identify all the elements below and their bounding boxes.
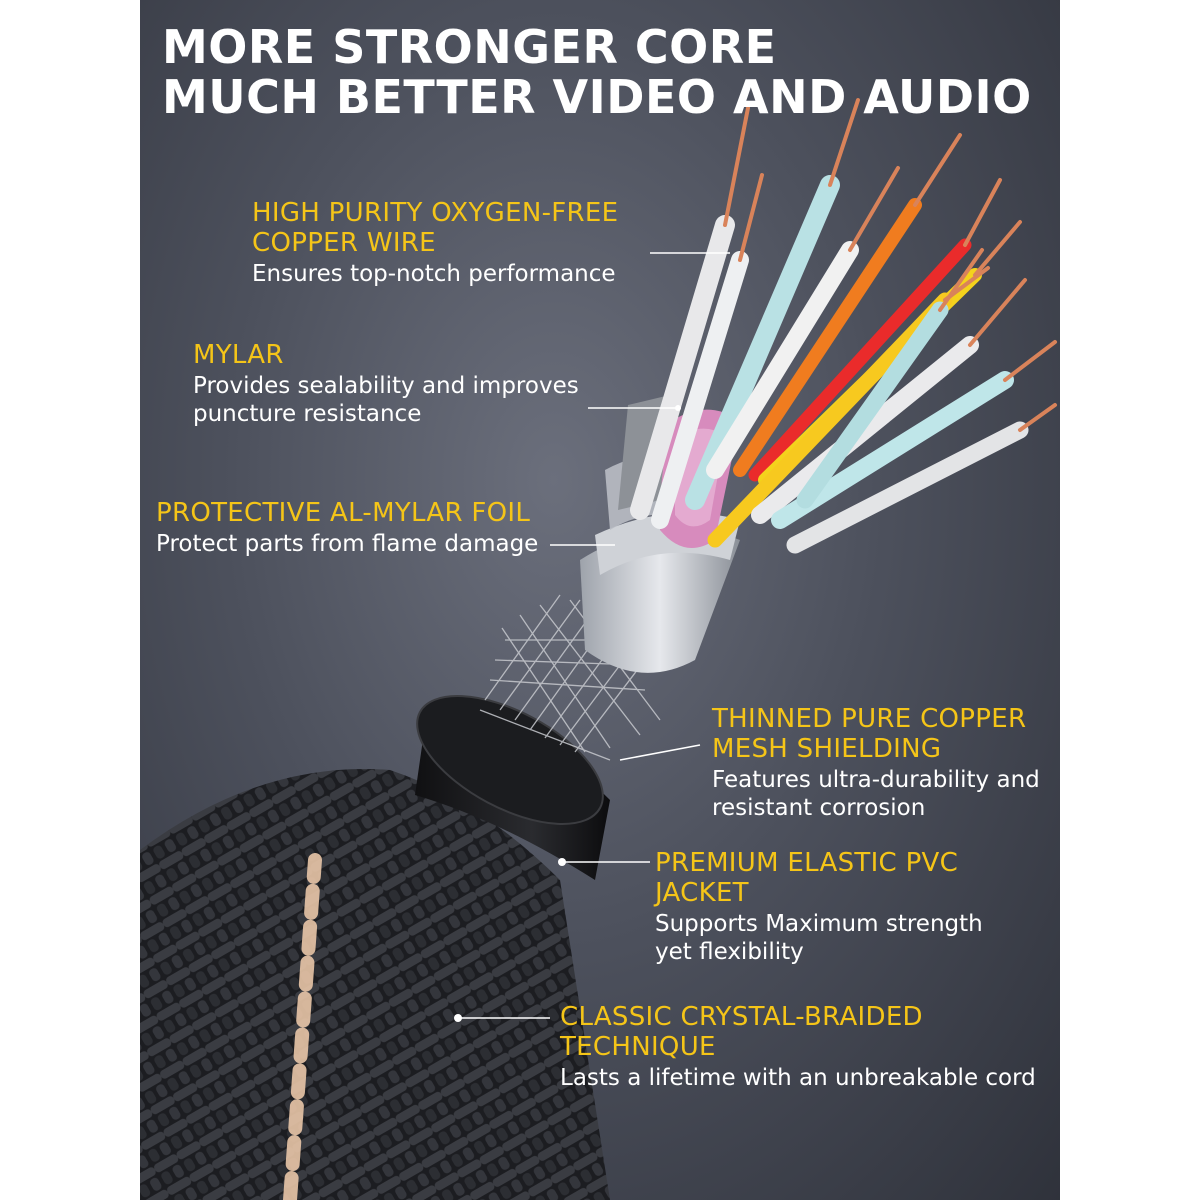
callout-title-line: TECHNIQUE xyxy=(560,1032,716,1062)
braided-cord xyxy=(140,769,610,1200)
callout-description: Provides sealability and improves punctu… xyxy=(193,372,579,428)
callout-description: Features ultra-durability and resistant … xyxy=(712,766,1040,822)
callout-title-line: CLASSIC CRYSTAL-BRAIDED xyxy=(560,1002,923,1032)
callout-description: Protect parts from flame damage xyxy=(156,530,538,558)
callout-description-line: puncture resistance xyxy=(193,401,422,427)
callout-description-line: Provides sealability and improves xyxy=(193,373,579,399)
callout-title: PREMIUM ELASTIC PVC JACKET xyxy=(655,848,983,908)
callout-title: HIGH PURITY OXYGEN-FREE COPPER WIRE xyxy=(252,198,618,258)
callout-description-line: Features ultra-durability and xyxy=(712,767,1040,793)
callout-mesh-shielding: THINNED PURE COPPER MESH SHIELDING Featu… xyxy=(712,704,1040,822)
leader-lines xyxy=(460,252,730,1019)
cable-cross-section-illustration xyxy=(140,98,1057,1200)
callout-title: CLASSIC CRYSTAL-BRAIDED TECHNIQUE xyxy=(560,1002,1036,1062)
callout-description: Ensures top-notch performance xyxy=(252,260,618,288)
callout-mylar: MYLAR Provides sealability and improves … xyxy=(193,340,579,428)
leader-dots xyxy=(454,405,681,1022)
callout-description-line: Supports Maximum strength xyxy=(655,911,983,937)
callout-description-line: Ensures top-notch performance xyxy=(252,261,616,287)
callout-title-line: PROTECTIVE AL-MYLAR FOIL xyxy=(156,498,531,528)
headline: MORE STRONGER CORE MUCH BETTER VIDEO AND… xyxy=(162,22,1032,122)
pvc-jacket xyxy=(415,695,610,880)
headline-line-2: MUCH BETTER VIDEO AND AUDIO xyxy=(162,70,1032,124)
callout-description: Lasts a lifetime with an unbreakable cor… xyxy=(560,1064,1036,1092)
callout-title: THINNED PURE COPPER MESH SHIELDING xyxy=(712,704,1040,764)
callout-title-line: THINNED PURE COPPER xyxy=(712,704,1027,734)
callout-title-line: HIGH PURITY OXYGEN-FREE xyxy=(252,198,619,228)
headline-line-1: MORE STRONGER CORE xyxy=(162,20,777,74)
callout-pvc-jacket: PREMIUM ELASTIC PVC JACKET Supports Maxi… xyxy=(655,848,983,966)
callout-description: Supports Maximum strength yet flexibilit… xyxy=(655,910,983,966)
callout-title-line: MYLAR xyxy=(193,340,284,370)
infographic-panel: MORE STRONGER CORE MUCH BETTER VIDEO AND… xyxy=(140,0,1060,1200)
callout-title: MYLAR xyxy=(193,340,579,370)
callout-al-mylar-foil: PROTECTIVE AL-MYLAR FOIL Protect parts f… xyxy=(156,498,538,558)
callout-description-line: resistant corrosion xyxy=(712,795,926,821)
callout-crystal-braided: CLASSIC CRYSTAL-BRAIDED TECHNIQUE Lasts … xyxy=(560,1002,1036,1092)
callout-description-line: yet flexibility xyxy=(655,939,804,965)
callout-description-line: Protect parts from flame damage xyxy=(156,531,539,557)
callout-title-line: MESH SHIELDING xyxy=(712,734,942,764)
callout-copper-wire: HIGH PURITY OXYGEN-FREE COPPER WIRE Ensu… xyxy=(252,198,618,288)
callout-title: PROTECTIVE AL-MYLAR FOIL xyxy=(156,498,538,528)
callout-title-line: COPPER WIRE xyxy=(252,228,436,258)
callout-description-line: Lasts a lifetime with an unbreakable cor… xyxy=(560,1065,1036,1091)
callout-title-line: PREMIUM ELASTIC PVC xyxy=(655,848,959,878)
callout-title-line: JACKET xyxy=(655,878,749,908)
insulated-conductors xyxy=(630,175,1029,554)
copper-conductors xyxy=(723,98,1057,432)
